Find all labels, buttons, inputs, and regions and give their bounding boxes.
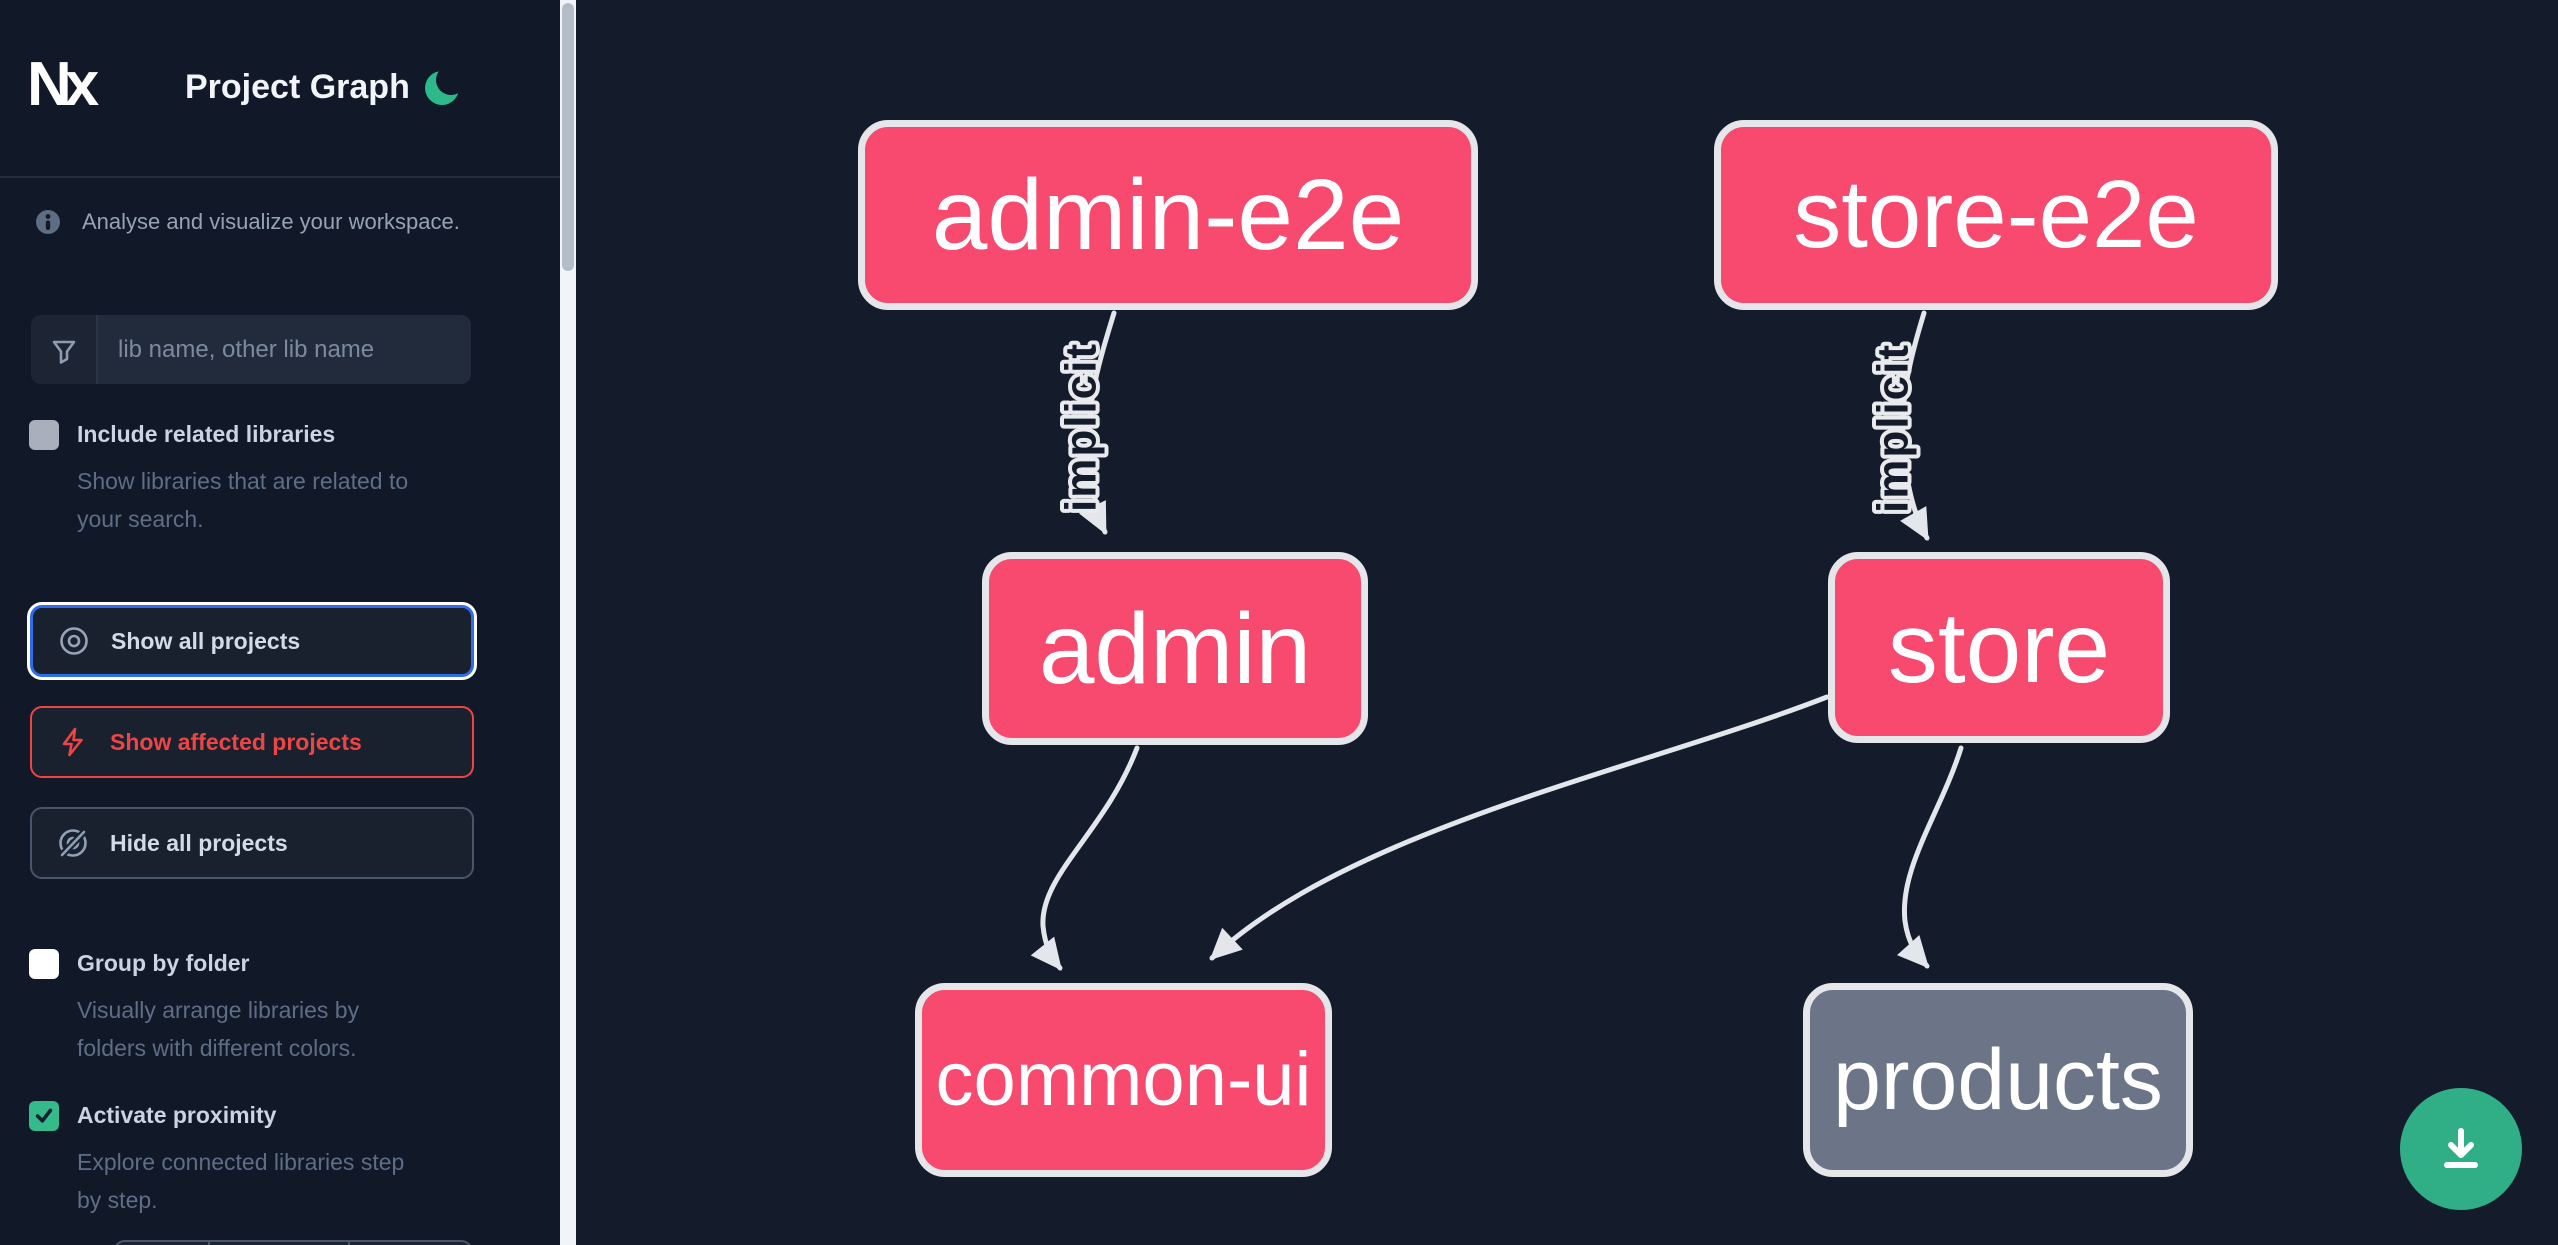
option-label: Group by folder: [77, 950, 250, 976]
scrollbar-thumb[interactable]: [562, 3, 574, 271]
node-products[interactable]: products: [1803, 983, 2193, 1177]
page-title: Project Graph: [185, 68, 410, 106]
option-label: Include related libraries: [77, 421, 336, 447]
bolt-icon: [62, 727, 83, 757]
option-label: Activate proximity: [77, 1102, 277, 1128]
node-store[interactable]: store: [1828, 552, 2170, 743]
edge-label: implicit: [1869, 343, 1918, 513]
eye-off-icon: [57, 827, 89, 860]
proximity-stepper[interactable]: [113, 1240, 473, 1245]
tagline-row: Analyse and visualize your workspace.: [31, 205, 531, 239]
divider: [0, 176, 560, 178]
search-input[interactable]: [98, 315, 471, 384]
theme-toggle-button[interactable]: [420, 62, 468, 110]
sidebar-scrollbar[interactable]: [560, 0, 576, 1245]
node-store-e2e[interactable]: store-e2e: [1714, 120, 2278, 310]
option-description: Visually arrange libraries by folders wi…: [77, 997, 360, 1061]
button-label: Show affected projects: [110, 728, 362, 755]
sidebar: Nx Project Graph Analyse and visualize y…: [0, 0, 560, 1245]
node-admin[interactable]: admin: [982, 552, 1368, 745]
button-label: Hide all projects: [110, 829, 288, 856]
checkmark-icon: [35, 1108, 53, 1123]
node-common-ui[interactable]: common-ui: [915, 983, 1332, 1177]
hide-all-projects-button[interactable]: Hide all projects: [30, 807, 474, 879]
edge-store-products: [1897, 745, 1964, 969]
checkbox-activate-proximity[interactable]: [29, 1101, 59, 1131]
tagline-text: Analyse and visualize your workspace.: [82, 209, 460, 234]
edge-store-common-ui: [1209, 694, 1830, 961]
show-affected-projects-button[interactable]: Show affected projects: [30, 706, 474, 778]
node-admin-e2e[interactable]: admin-e2e: [858, 120, 1478, 310]
edge-admin-e2e-admin: [1079, 310, 1117, 535]
button-label: Show all projects: [111, 627, 301, 654]
download-button[interactable]: [2400, 1088, 2522, 1210]
info-icon: [36, 210, 60, 234]
edge-label: implicit: [1057, 342, 1106, 512]
sidebar-header: Nx Project Graph: [0, 0, 560, 176]
search-box: [31, 315, 471, 384]
download-icon: [2444, 1128, 2478, 1168]
nx-logo: Nx: [27, 49, 99, 119]
option-description: Explore connected libraries step by step…: [77, 1149, 405, 1213]
edge-store-e2e-store: [1900, 310, 1930, 541]
show-all-projects-button[interactable]: Show all projects: [30, 605, 474, 677]
edge-admin-common-ui: [1030, 745, 1140, 971]
eye-icon: [60, 627, 88, 655]
moon-icon: [425, 65, 466, 105]
option-description: Show libraries that are related to your …: [77, 468, 409, 532]
checkbox-include-related-libraries[interactable]: [29, 420, 59, 450]
filter-funnel-icon: [31, 315, 98, 384]
checkbox-group-by-folder[interactable]: [29, 949, 59, 979]
